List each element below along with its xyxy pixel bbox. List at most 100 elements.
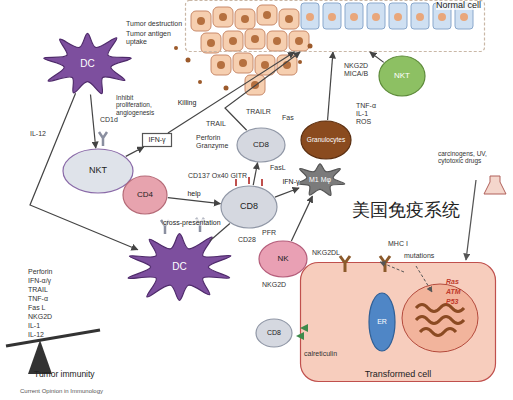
connector-arrow bbox=[90, 95, 95, 149]
cd4-t-cell: CD4 bbox=[122, 175, 168, 215]
annotation-label: Inhibit proliferation, angiogenesis bbox=[116, 94, 170, 116]
tumor-cell bbox=[201, 33, 221, 53]
tumor-cell bbox=[245, 29, 265, 49]
annotation-label: Tumor destruction bbox=[126, 20, 182, 28]
cytokine-label: IL-12 bbox=[30, 130, 46, 138]
tumor-debris bbox=[224, 86, 229, 91]
list-item: Fas L bbox=[28, 304, 46, 312]
tumor-cell bbox=[267, 31, 287, 51]
connector-label: cross-presentation bbox=[163, 219, 221, 226]
receptor-label: NKG2D bbox=[262, 281, 286, 289]
nkt-cell-shape bbox=[63, 149, 133, 193]
dendritic-cell-shape bbox=[128, 234, 231, 301]
node-label: IFN-γ bbox=[148, 136, 165, 143]
tumor-cell bbox=[233, 53, 253, 73]
cytokine-box: IFN-γ bbox=[142, 133, 172, 147]
connector-arrow bbox=[275, 188, 299, 197]
tumor-debris bbox=[198, 80, 202, 84]
list-item: NKG2D bbox=[28, 313, 52, 321]
normal-cell bbox=[389, 3, 407, 29]
dendritic-cell: DC bbox=[122, 228, 237, 306]
er-organelle: ER bbox=[368, 292, 396, 352]
cd8-t-cell: CD8 bbox=[255, 318, 293, 348]
tumor-debris bbox=[186, 58, 191, 63]
receptor-label: FasL bbox=[270, 164, 286, 172]
receptor-label: NKG2D MICA/B bbox=[344, 62, 380, 78]
connector-arrow bbox=[126, 147, 144, 156]
tumor-cell bbox=[235, 9, 255, 29]
connector-arrow bbox=[168, 52, 294, 133]
granulocyte-cell-shape bbox=[301, 121, 351, 159]
annotation-label: mutations bbox=[404, 252, 434, 260]
tumor-cell bbox=[279, 9, 299, 29]
receptor-label: TRAIL bbox=[206, 120, 226, 128]
receptor-label: CD137 Ox40 GITR bbox=[188, 172, 247, 180]
balance-fulcrum bbox=[28, 340, 52, 374]
watermark-text: 美国免疫系统 bbox=[352, 200, 460, 220]
list-item: TRAIL bbox=[28, 286, 48, 294]
connector-arrow bbox=[225, 52, 300, 130]
normal-cell bbox=[345, 3, 363, 29]
tumor-cell bbox=[257, 5, 277, 25]
connector-arrow bbox=[30, 93, 138, 249]
connector-label: IFN-γ bbox=[282, 177, 299, 184]
tumor-cell bbox=[255, 55, 275, 75]
effector-label: TNF-α IL-1 ROS bbox=[356, 102, 380, 125]
gene-label: ATM bbox=[446, 288, 461, 296]
carcinogen-arrow bbox=[466, 180, 476, 260]
node-label: Normal cell bbox=[436, 1, 481, 10]
node-label: Granulocytes bbox=[307, 137, 345, 144]
connector-arrow bbox=[168, 198, 221, 204]
transformed-cell-outline bbox=[300, 262, 496, 382]
connector-arrow bbox=[370, 52, 384, 62]
drug-flask bbox=[484, 176, 506, 194]
cd4-t-cell-shape bbox=[123, 176, 167, 214]
effector-label: Perforin Granzyme bbox=[196, 134, 236, 150]
dendritic-cell-shape bbox=[44, 33, 131, 93]
nk-cell: NK bbox=[258, 240, 308, 278]
list-item: IL-12 bbox=[28, 331, 44, 339]
receptor-label: NKG2DL bbox=[312, 249, 340, 257]
nkt-cell-shape bbox=[379, 56, 425, 96]
tumor-debris bbox=[308, 44, 313, 49]
list-item: IFN-α/γ bbox=[28, 277, 51, 285]
tumor-cell bbox=[211, 55, 231, 75]
connector-arrow bbox=[328, 52, 333, 120]
receptor-label: PFR bbox=[262, 229, 276, 237]
tumor-debris bbox=[174, 46, 178, 50]
balance-beam bbox=[6, 330, 100, 346]
transformed-cell-shape bbox=[301, 263, 496, 382]
normal-cell bbox=[411, 3, 429, 29]
cd8-t-cell-shape bbox=[237, 128, 285, 162]
receptor-label: MHC I bbox=[388, 240, 408, 248]
granulocyte-cell: Granulocytes bbox=[300, 120, 352, 160]
connector-arrow bbox=[210, 224, 230, 241]
node-label: NKT bbox=[394, 72, 410, 80]
cd8-t-cell-shape bbox=[256, 319, 292, 347]
tumor-cell bbox=[277, 55, 297, 75]
normal-cell bbox=[323, 3, 341, 29]
node-label: NKT bbox=[89, 166, 107, 175]
nkt-cell: NKT bbox=[62, 148, 134, 194]
annotation-label: Tumor antigen uptake bbox=[126, 30, 176, 46]
normal-cell-band: Normal cell bbox=[185, 0, 485, 52]
node-label: ER bbox=[377, 318, 387, 325]
annotation-label: carcinogens, UV, cytotoxic drugs bbox=[438, 150, 502, 165]
cd8-t-cell: CD8 bbox=[236, 127, 286, 163]
normal-cell bbox=[367, 3, 385, 29]
list-item: Perforin bbox=[28, 268, 53, 276]
node-label: CD8 bbox=[240, 202, 258, 211]
node-label: CD8 bbox=[267, 329, 281, 336]
list-item: TNF-α bbox=[28, 295, 48, 303]
nk-cell-shape bbox=[259, 241, 307, 277]
connector-arrow bbox=[291, 196, 312, 241]
normal-cell bbox=[301, 3, 319, 29]
transformed-cell: Transformed cellER bbox=[300, 262, 496, 382]
costim-receptor bbox=[261, 179, 263, 186]
cd8-t-cell: CD8 bbox=[220, 185, 278, 229]
connector-label: Killing bbox=[178, 99, 197, 106]
costim-receptor bbox=[235, 179, 237, 186]
dendritic-cell: DC bbox=[40, 28, 135, 100]
cytokine-box-shape bbox=[143, 134, 172, 147]
receptor-label: TRAILR bbox=[246, 108, 271, 116]
